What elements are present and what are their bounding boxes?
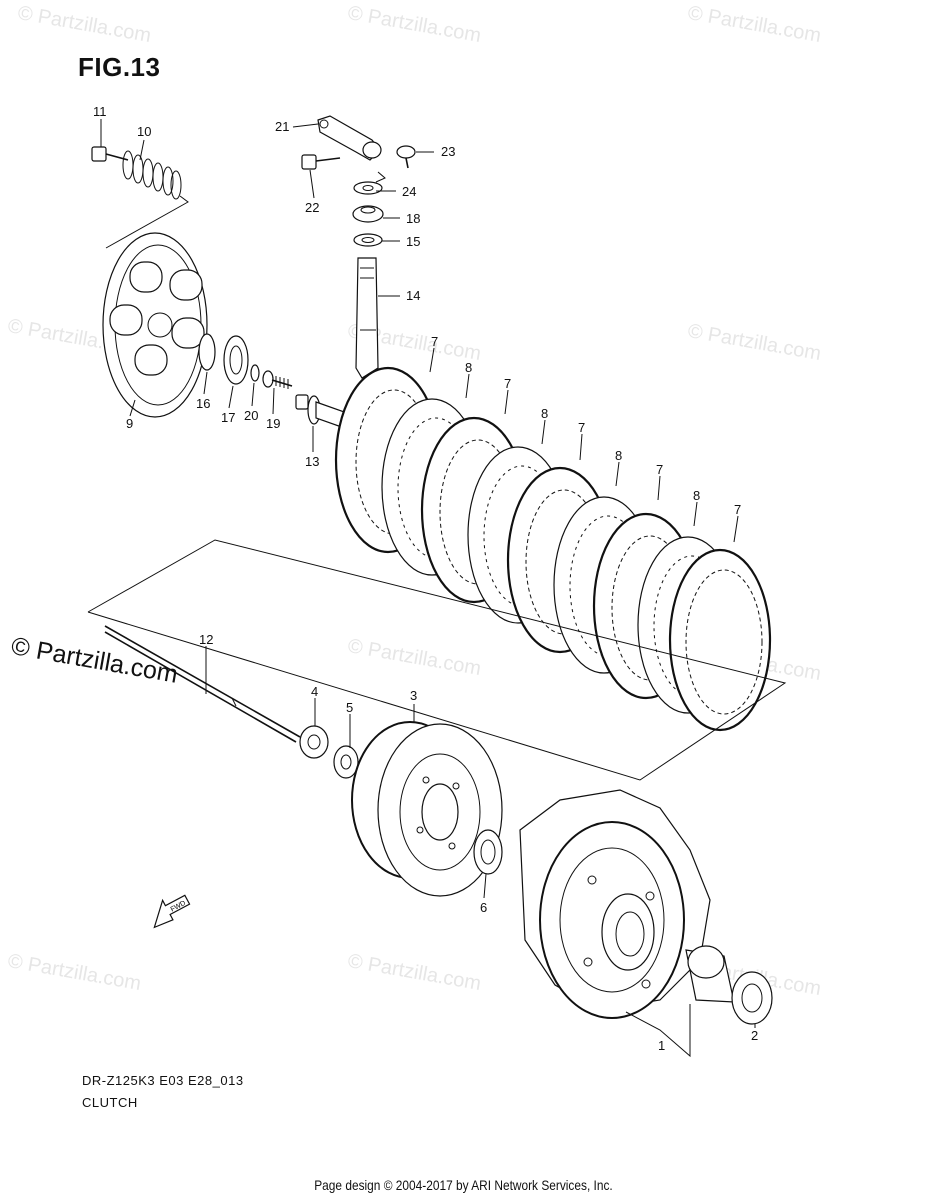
callout-13: 13 <box>305 454 319 469</box>
pressure-plate <box>102 232 208 418</box>
assembly-bracket <box>87 539 787 781</box>
washer-16 <box>198 333 216 371</box>
thrust-washer-6 <box>473 829 503 875</box>
bearing-17 <box>223 335 249 385</box>
callout-21: 21 <box>275 119 289 134</box>
spring-bolt-group <box>91 146 189 249</box>
clutch-spring <box>122 150 182 200</box>
callout-22: 22 <box>305 200 319 215</box>
callout-19: 19 <box>266 416 280 431</box>
callout-23: 23 <box>441 144 455 159</box>
callout-labels: 1 2 3 4 5 6 7 8 7 8 7 8 7 8 7 9 10 11 12… <box>93 104 758 1053</box>
callout-7b: 7 <box>504 376 511 391</box>
callout-8c: 8 <box>615 448 622 463</box>
callout-15: 15 <box>406 234 420 249</box>
callout-17: 17 <box>221 410 235 425</box>
callout-14: 14 <box>406 288 420 303</box>
callout-8d: 8 <box>693 488 700 503</box>
page-footer: Page design © 2004-2017 by ARI Network S… <box>314 1177 613 1193</box>
callout-24: 24 <box>402 184 416 199</box>
callout-9: 9 <box>126 416 133 431</box>
callout-18: 18 <box>406 211 420 226</box>
plate-stack <box>334 366 772 732</box>
callout-7c: 7 <box>578 420 585 435</box>
callout-11: 11 <box>93 104 107 119</box>
release-arm-assembly <box>301 115 416 379</box>
spacer <box>685 945 735 1003</box>
callout-8: 8 <box>465 360 472 375</box>
nut-4 <box>299 725 329 759</box>
figure-title: FIG.13 <box>78 52 161 82</box>
diagram-name: CLUTCH <box>82 1095 138 1110</box>
sleeve-hub-3 <box>351 721 503 897</box>
callout-7e: 7 <box>734 502 741 517</box>
lock-washer-5 <box>333 745 359 779</box>
adjuster-screw-19 <box>262 370 293 389</box>
callout-2: 2 <box>751 1028 758 1043</box>
callout-1: 1 <box>658 1038 665 1053</box>
callout-4: 4 <box>311 684 318 699</box>
fwd-arrow-icon: FWD <box>153 894 191 929</box>
callout-8b: 8 <box>541 406 548 421</box>
callout-12: 12 <box>199 632 213 647</box>
callout-20: 20 <box>244 408 258 423</box>
callout-7: 7 <box>431 334 438 349</box>
callout-6: 6 <box>480 900 487 915</box>
leader-lines <box>100 119 756 1058</box>
callout-7d: 7 <box>656 462 663 477</box>
washer-2 <box>731 971 773 1025</box>
callout-16: 16 <box>196 396 210 411</box>
diagram-code: DR-Z125K3 E03 E28_013 <box>82 1073 244 1088</box>
washer-20 <box>250 364 260 382</box>
callout-3: 3 <box>410 688 417 703</box>
clutch-housing-1 <box>519 789 711 1019</box>
callout-5: 5 <box>346 700 353 715</box>
callout-10: 10 <box>137 124 151 139</box>
push-rod-12 <box>104 625 301 743</box>
